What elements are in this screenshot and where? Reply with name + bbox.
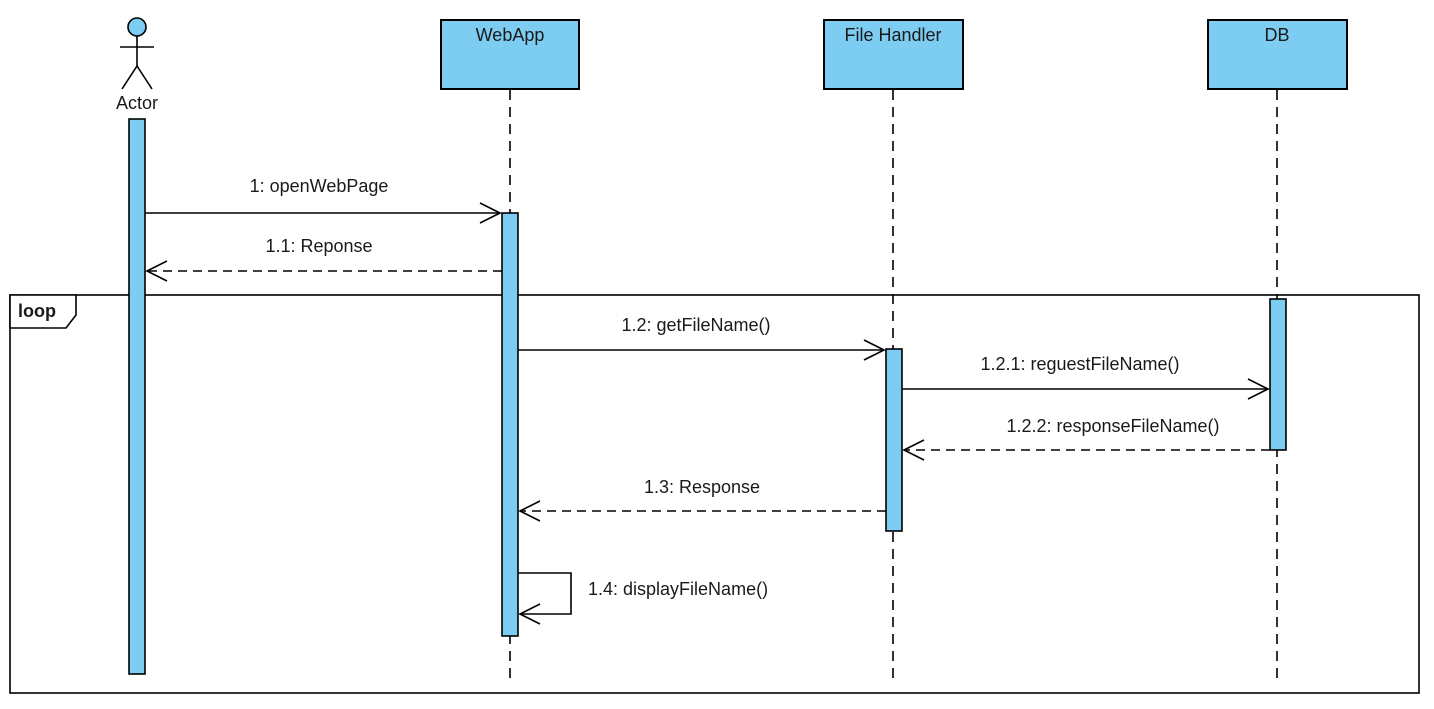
message-get-file-name[interactable]: 1.2: getFileName() (518, 315, 886, 361)
actor-activation-bar[interactable] (128, 118, 146, 675)
webapp-box (440, 19, 580, 90)
arrow-head-icon (518, 603, 541, 625)
message-label: 1.2.2: responseFileName() (1006, 416, 1219, 436)
message-label: 1.2: getFileName() (621, 315, 770, 335)
message-open-web-page[interactable]: 1: openWebPage (145, 176, 502, 224)
actor-stick-figure-icon (120, 17, 154, 90)
file-handler-box (823, 19, 964, 90)
self-message-loop-line (518, 572, 572, 615)
loop-operator-tag (9, 294, 77, 329)
arrow-head-icon (1247, 378, 1270, 400)
webapp-activation-bar[interactable] (501, 212, 519, 637)
db-activation-bar[interactable] (1269, 298, 1287, 451)
webapp-label: WebApp (476, 25, 545, 45)
arrow-head-icon (902, 439, 925, 461)
message-response-file-name[interactable]: 1.2.2: responseFileName() (902, 416, 1270, 461)
message-label: 1: openWebPage (250, 176, 389, 196)
message-display-file-name[interactable]: 1.4: displayFileName() (518, 572, 768, 625)
message-reponse[interactable]: 1.1: Reponse (145, 236, 502, 282)
arrow-head-icon (479, 202, 502, 224)
actor-label: Actor (116, 93, 158, 113)
loop-frame (9, 294, 1420, 694)
lifeline-head-file-handler[interactable]: File Handler (823, 19, 964, 90)
arrow-head-icon (145, 260, 168, 282)
message-label: 1.2.1: reguestFileName() (980, 354, 1179, 374)
db-label: DB (1264, 25, 1289, 45)
file-handler-label: File Handler (844, 25, 941, 45)
message-label: 1.4: displayFileName() (588, 579, 768, 599)
file-handler-activation-bar[interactable] (885, 348, 903, 532)
arrow-head-icon (518, 500, 541, 522)
message-request-file-name[interactable]: 1.2.1: reguestFileName() (902, 354, 1270, 400)
message-label: 1.3: Response (644, 477, 760, 497)
db-box (1207, 19, 1348, 90)
message-response[interactable]: 1.3: Response (518, 477, 886, 522)
message-label: 1.1: Reponse (265, 236, 372, 256)
lifeline-head-db[interactable]: DB (1207, 19, 1348, 90)
lifeline-head-webapp[interactable]: WebApp (440, 19, 580, 90)
arrow-head-icon (863, 339, 886, 361)
loop-operator-label: loop (18, 301, 56, 321)
actor[interactable]: Actor (116, 17, 158, 113)
loop-fragment[interactable]: loop (9, 294, 1420, 694)
